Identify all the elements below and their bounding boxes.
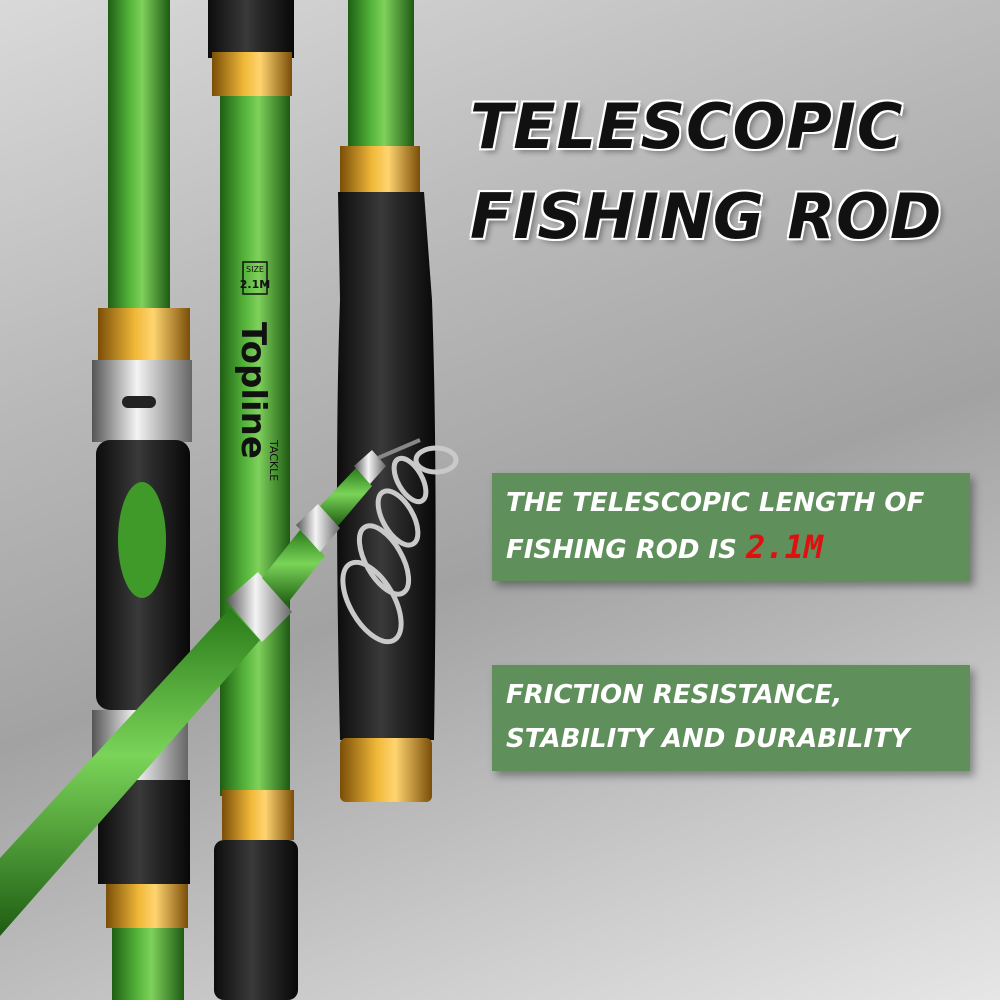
rod-middle: SIZE 2.1M Topline TACKLE [208,0,298,1000]
feature-panel-length: THE TELESCOPIC LENGTH OF FISHING ROD IS … [492,473,970,581]
line-guides [340,445,459,645]
feature-panel-durability: FRICTION RESISTANCE, STABILITY AND DURAB… [492,665,970,771]
feature-highlight-length: 2.1M [745,528,824,566]
feature-text-durability: FRICTION RESISTANCE, STABILITY AND DURAB… [506,680,910,754]
rod-diagonal [0,438,421,936]
rod-size-value: 2.1M [240,278,270,291]
headline-line-1: TELESCOPIC [470,90,904,163]
rod-brand-sub: TACKLE [267,439,280,481]
rod-size-label: SIZE [246,265,264,274]
rod-right [337,0,436,802]
rod-left [92,0,192,1000]
feature-text-length: THE TELESCOPIC LENGTH OF FISHING ROD IS [506,488,925,565]
headline-line-2: FISHING ROD [470,180,943,253]
rod-brand-text: Topline [233,322,273,459]
